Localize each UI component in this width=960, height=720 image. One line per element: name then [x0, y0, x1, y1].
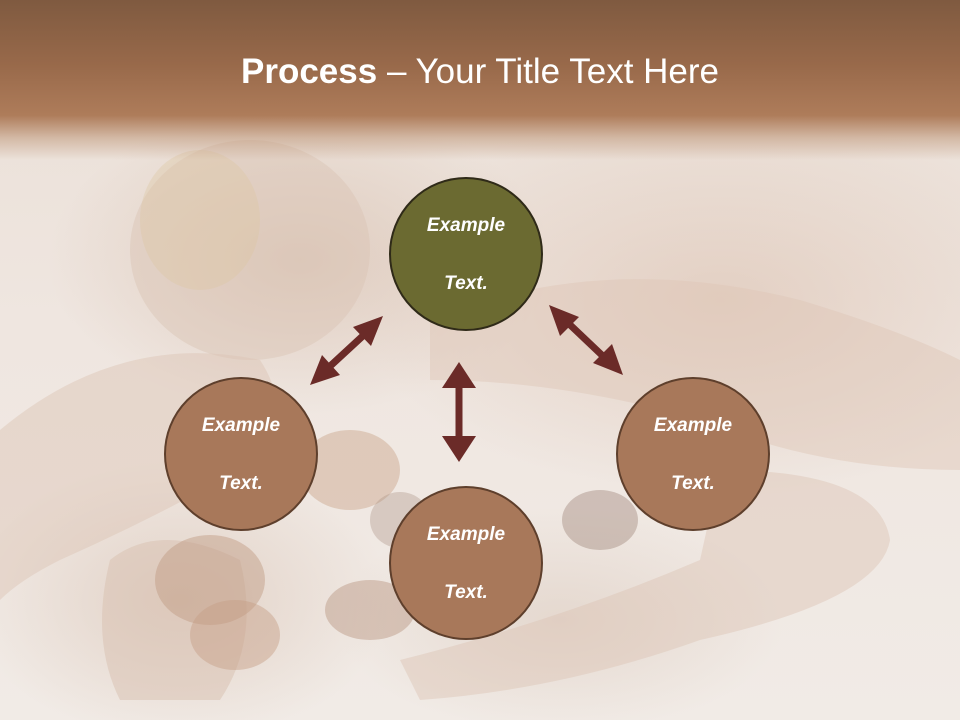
node-right-line2: Text.	[671, 472, 715, 494]
node-left-line1: Example	[201, 414, 281, 436]
node-right-line1: Example	[653, 414, 733, 436]
arrow-head	[353, 316, 383, 346]
arrow-top-left-line	[324, 330, 369, 372]
arrow-head	[310, 355, 340, 385]
node-top-line2: Text.	[444, 272, 488, 294]
title-rest: – Your Title Text Here	[377, 52, 719, 91]
arrow-head	[593, 344, 623, 375]
node-bottom-line2: Text.	[444, 581, 488, 603]
node-top-line1: Example	[426, 214, 506, 236]
arrow-head	[442, 436, 476, 462]
arrow-head	[549, 305, 579, 336]
node-bottom-line1: Example	[426, 523, 506, 545]
slide-title: Process – Your Title Text Here	[0, 52, 960, 92]
node-left-line2: Text.	[219, 472, 263, 494]
title-bold: Process	[241, 52, 378, 91]
title-bar	[0, 0, 960, 160]
arrow-top-right-line	[563, 318, 609, 362]
arrow-head	[442, 362, 476, 388]
